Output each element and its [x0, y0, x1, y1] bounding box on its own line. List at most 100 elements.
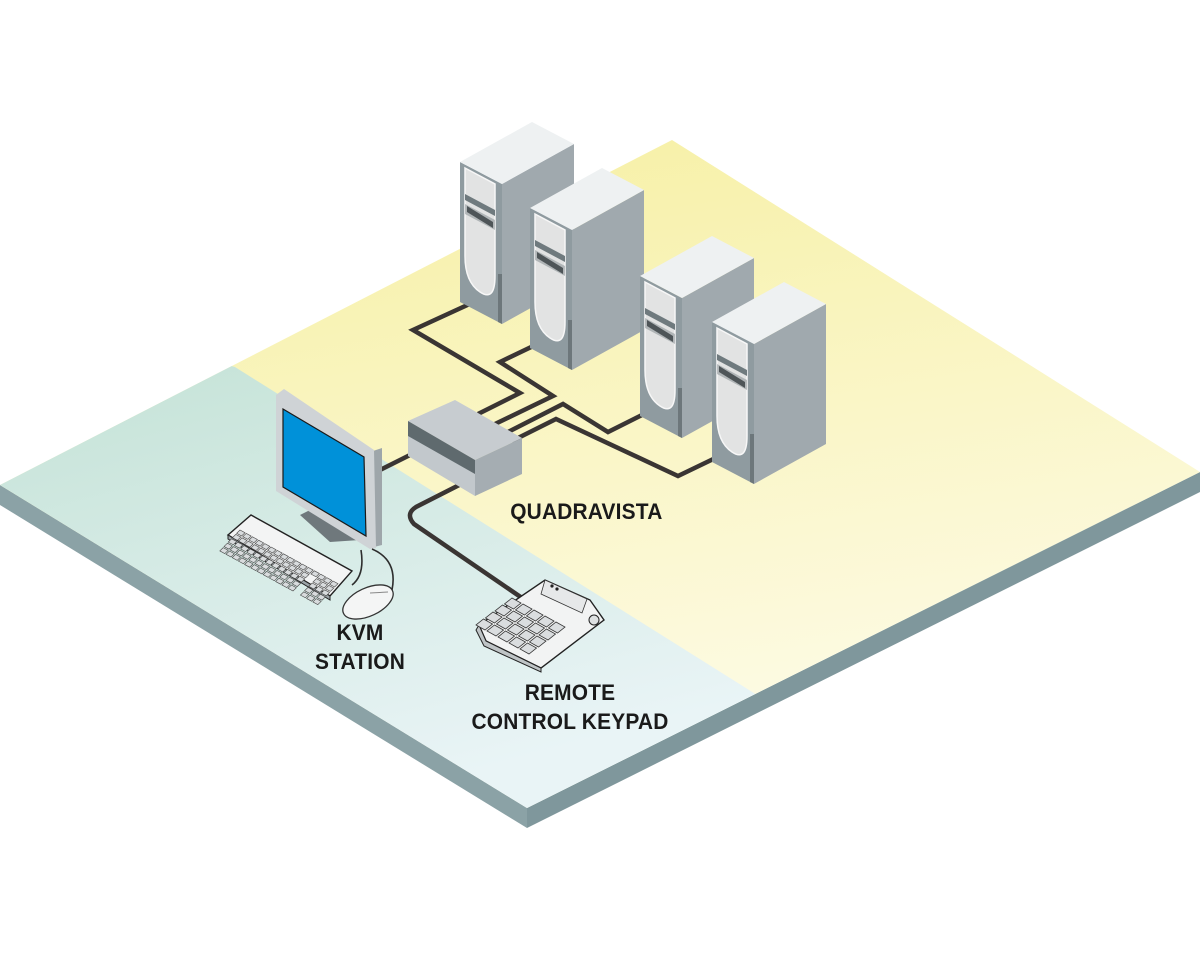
- keyboard-key: [285, 576, 295, 584]
- keypad-key: [497, 630, 516, 643]
- keyboard-key: [236, 529, 246, 537]
- server-bezel: [716, 326, 748, 456]
- keyboard-key: [254, 559, 264, 567]
- server-bezel: [464, 166, 496, 296]
- keyboard-key: [260, 543, 271, 550]
- keyboard-key: [306, 594, 316, 602]
- keyboard-key: [308, 582, 318, 590]
- keyboard-key: [279, 573, 289, 581]
- kvm-station-label: KVM STATION: [294, 618, 427, 676]
- keyboard-key: [304, 567, 314, 574]
- keyboard-key: [281, 561, 291, 568]
- keyboard-key: [329, 580, 339, 588]
- server-drive-bay-lower: [717, 364, 747, 390]
- server-2[interactable]: [530, 168, 644, 370]
- cable-server-2: [494, 335, 558, 427]
- server-top-face: [640, 236, 754, 298]
- keyboard-key: [268, 574, 279, 582]
- keyboard-key: [312, 598, 322, 605]
- keypad-key: [538, 628, 557, 641]
- cable-server-3: [506, 401, 662, 435]
- keyboard-key: [318, 581, 329, 589]
- server-drive-bay-lower: [535, 250, 565, 276]
- keyboard-key: [300, 571, 310, 579]
- keyboard-key: [244, 540, 254, 548]
- switch-top: [408, 400, 522, 460]
- server-side-face: [754, 304, 826, 484]
- kvm-station-label-line2: STATION: [315, 649, 405, 674]
- keypad-key: [486, 624, 505, 637]
- server-drive-bay-lower: [465, 204, 495, 230]
- keyboard-key: [264, 558, 275, 566]
- keyboard-key: [299, 591, 310, 599]
- keyboard-key: [273, 570, 283, 577]
- keyboard-key: [227, 538, 238, 546]
- quadravista-switch[interactable]: [408, 400, 522, 496]
- keyboard-key: [242, 533, 252, 540]
- cable-remote-keypad: [407, 474, 527, 602]
- keypad-key: [516, 616, 535, 629]
- keyboard-key: [248, 556, 258, 564]
- cable-server-4: [510, 416, 733, 479]
- keyboard-key: [291, 580, 302, 587]
- server-front-shade: [750, 434, 754, 484]
- remote-keypad-label-line1: REMOTE: [524, 680, 616, 705]
- keyboard-key: [287, 564, 298, 572]
- server-side-face: [572, 190, 644, 370]
- keyboard-key: [310, 590, 320, 598]
- remote-keypad[interactable]: [475, 579, 605, 673]
- cables: [378, 293, 733, 602]
- keyboard-key: [262, 571, 273, 578]
- keyboard-key: [250, 544, 260, 551]
- keyboard-key: [235, 549, 246, 557]
- keypad-key: [484, 611, 503, 624]
- keyboard-key: [310, 570, 320, 578]
- server-top-face: [712, 282, 826, 344]
- keypad-key: [505, 610, 524, 623]
- server-front-shade: [568, 320, 572, 370]
- keyboard-key: [324, 585, 335, 592]
- keypad-key: [514, 603, 533, 616]
- keyboard-key: [238, 537, 248, 545]
- keyboard-key: [289, 572, 300, 580]
- kvm-station[interactable]: [219, 389, 399, 626]
- server-drive-bay: [645, 308, 675, 330]
- server-drive-bay-lower: [645, 318, 675, 344]
- keypad-key: [525, 609, 544, 622]
- keyboard-key: [231, 554, 242, 561]
- server-front-shade: [498, 274, 502, 324]
- keyboard-key: [298, 563, 308, 571]
- floor-edge-left: [0, 485, 527, 828]
- keyboard-key: [275, 577, 285, 585]
- keyboard-key: [293, 568, 304, 575]
- cable-server-1: [408, 293, 525, 417]
- keyboard-key: [233, 541, 244, 549]
- keyboard-key: [252, 552, 262, 559]
- server-bezel: [644, 280, 676, 410]
- keyboard-icon: [219, 514, 354, 605]
- keyboard-key: [314, 586, 324, 593]
- keyboard-key: [320, 589, 331, 597]
- keyboard-key: [304, 587, 314, 594]
- keyboard-key: [246, 548, 256, 556]
- server-4[interactable]: [712, 282, 826, 484]
- server-drive-bay: [717, 354, 747, 376]
- floor-edge-right: [527, 472, 1200, 828]
- keyboard-key: [266, 566, 277, 574]
- keyboard-key: [281, 581, 291, 588]
- keyboard-key: [271, 562, 281, 569]
- keypad-key: [519, 642, 538, 655]
- mouse-icon: [342, 584, 394, 620]
- keyboard-key: [312, 578, 322, 585]
- keyboard-key: [242, 553, 252, 560]
- keypad-key: [503, 597, 522, 610]
- keyboard-key: [262, 551, 273, 558]
- keyboard-key: [254, 539, 265, 547]
- keypad-key: [527, 622, 546, 635]
- server-bezel: [534, 212, 566, 342]
- keyboard-key: [248, 536, 258, 544]
- keyboard-key: [273, 550, 283, 557]
- switch-side: [475, 438, 522, 496]
- floor-green-zone: [0, 300, 765, 808]
